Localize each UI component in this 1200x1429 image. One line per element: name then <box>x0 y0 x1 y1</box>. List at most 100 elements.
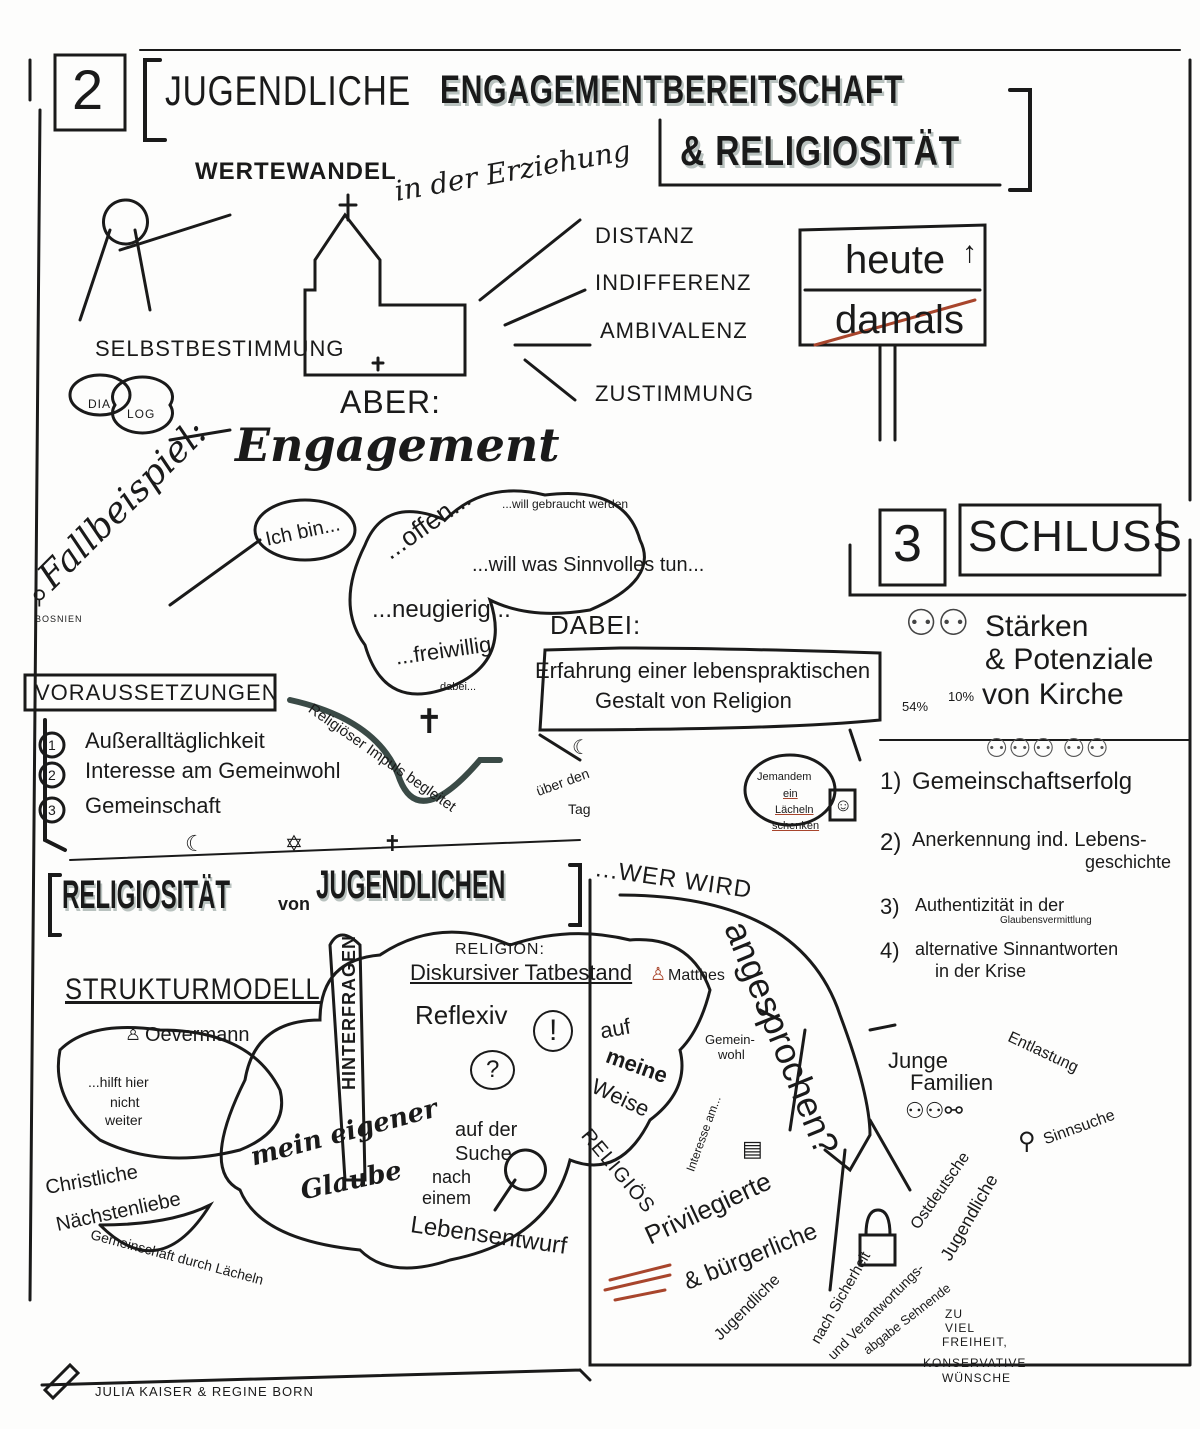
smile-mouth <box>98 1201 215 1253</box>
laecheln-box <box>743 753 857 827</box>
hinterfragen-label: HINTERFRAGEN <box>339 935 359 1090</box>
staerken-line1: Stärken <box>985 610 1089 643</box>
item-number-1: 1 <box>48 737 56 753</box>
people-icon: ⚇⚇ <box>905 602 970 643</box>
laecheln-1: Jemandem <box>757 771 812 783</box>
moon-star-cross-icons: ☾✡✝ <box>185 831 482 856</box>
sign-post <box>878 343 897 442</box>
voraussetzungen-box <box>23 673 277 712</box>
credits: JULIA KAISER & REGINE BORN <box>95 1384 314 1399</box>
engagement-label: Engagement <box>235 418 560 472</box>
staerken-line2: & Potenziale <box>985 643 1154 676</box>
tag-label: Tag <box>568 801 591 817</box>
hilft-line2: nicht <box>110 1094 140 1110</box>
dabei-label: DABEI: <box>550 610 642 640</box>
dabei-bubble <box>538 646 882 762</box>
person-icon: ♙ <box>125 1024 142 1044</box>
person-figure <box>78 198 232 322</box>
pct-10: 10% <box>948 689 975 704</box>
hinterfragen-shape <box>328 933 367 1182</box>
title-bracket-left <box>143 58 167 142</box>
reflexiv-label: Reflexiv <box>415 1000 508 1030</box>
junge-familien-2: Familien <box>910 1070 994 1095</box>
pct-54: 54% <box>902 699 929 714</box>
freiheit-5: WÜNSCHE <box>942 1371 1011 1385</box>
selbstbestimmung-label: SELBSTBESTIMMUNG <box>95 336 345 361</box>
schluss-heading: SCHLUSS <box>968 512 1183 561</box>
title-part1: JUGENDLICHE <box>165 67 411 114</box>
cloud-bubble <box>348 489 646 696</box>
books-icon-shape <box>603 1263 672 1302</box>
schluss-label-3: Authentizität in der <box>915 895 1065 915</box>
dialog-left: DIA <box>88 397 112 411</box>
aber-label: ABER: <box>340 384 442 420</box>
cloud-sinnvoll: ...will was Sinnvolles tun... <box>472 554 705 576</box>
location-label: BOSNIEN <box>35 614 83 624</box>
sign-strike <box>813 298 977 347</box>
item-label-2: Interesse am Gemeinwohl <box>85 758 341 783</box>
smiley-icon: ☺ <box>834 795 853 815</box>
freiheit-2: VIEL <box>945 1321 976 1335</box>
section-number-2: 2 <box>72 58 104 121</box>
religiositaet-heading-3: JUGENDLICHEN <box>316 863 506 907</box>
title-number-box <box>53 53 127 132</box>
padlock-icon-shape <box>858 1208 897 1267</box>
divider-symbols <box>69 839 581 861</box>
laecheln-4: schenken <box>772 820 820 832</box>
laecheln-2: ein <box>783 788 798 800</box>
suche-2: Suche <box>455 1143 512 1165</box>
auf-label: auf <box>597 1013 633 1044</box>
church-arrows <box>478 218 592 402</box>
suche-1: auf der <box>455 1119 518 1141</box>
schluss-num-4: 4) <box>880 938 900 963</box>
wertewandel-heading: WERTEWANDEL <box>195 158 397 185</box>
erfahrung-line1: Erfahrung einer lebenspraktischen <box>535 658 871 683</box>
erfahrung-line2: Gestalt von Religion <box>595 688 792 713</box>
junge-familien-1: Junge <box>888 1048 948 1073</box>
number-circle-3 <box>38 796 66 824</box>
section-number-3: 3 <box>893 515 922 573</box>
title-box-line2 <box>658 118 1002 187</box>
question-bubble: ? <box>470 1050 516 1090</box>
church-outline <box>303 212 467 377</box>
schluss-sub-2: geschichte <box>1085 852 1172 872</box>
staerken-line3: von Kirche <box>982 678 1124 711</box>
money-icon: ▤ <box>742 1136 763 1161</box>
title-line2: & RELIGIOSITÄT <box>680 127 960 174</box>
branch-arrows <box>758 1008 912 1292</box>
attitude-zustimmung: ZUSTIMMUNG <box>595 381 755 406</box>
group-icon: ⚇⚇⚇ ⚇⚇ <box>985 733 1109 763</box>
ichbin-bubble <box>168 498 357 607</box>
sign-box <box>798 223 987 347</box>
impuls-arrow <box>287 697 503 804</box>
suche-3: nach <box>432 1167 472 1187</box>
cross-book-icon: ✝ <box>415 703 444 741</box>
hilft-line3: weiter <box>105 1112 143 1128</box>
religiositaet-heading-1: RELIGIOSITÄT <box>62 873 230 917</box>
cloud-dabei: dabei... <box>440 681 477 693</box>
schluss-label-1: Gemeinschaftserfolg <box>912 768 1133 795</box>
sign-heute: heute <box>845 238 946 282</box>
dialog-bubble <box>68 373 174 435</box>
voraussetzungen-heading: VORAUSSETZUNGEN <box>35 680 279 705</box>
freiheit-1: ZU <box>945 1307 963 1321</box>
item-label-1: Außeralltäglichkeit <box>85 728 265 753</box>
attitude-ambivalenz: AMBIVALENZ <box>600 318 748 343</box>
oevermann-label: Oevermann <box>145 1024 250 1046</box>
exclaim-bubble: ! <box>533 1010 574 1052</box>
sun-icon: ☾ <box>572 737 590 759</box>
pencil-icon-shape <box>42 1362 81 1401</box>
outer-frame <box>28 58 1192 1387</box>
freiheit-4: KONSERVATIVE <box>923 1356 1027 1370</box>
family-icon: ⚇⚇⚯ <box>905 1098 963 1123</box>
magnifier-icon-shape <box>493 1148 547 1212</box>
title-part2: ENGAGEMENTBEREITSCHAFT <box>440 68 904 112</box>
cloud-gebraucht: ...will gebraucht werden <box>502 497 629 511</box>
arrow-up-icon: ↑ <box>962 236 977 269</box>
freiheit-3: FREIHEIT, <box>942 1335 1008 1349</box>
dialog-right: LOG <box>127 407 156 421</box>
item-label-3: Gemeinschaft <box>85 793 221 818</box>
religiositaet-brackets <box>48 863 582 937</box>
number-circle-1 <box>38 731 66 759</box>
